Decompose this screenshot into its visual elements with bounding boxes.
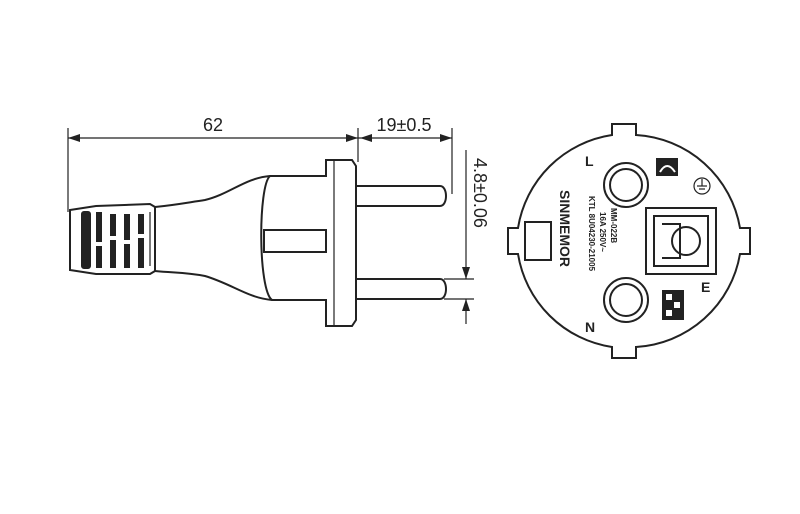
ground-symbol-icon [693, 177, 711, 195]
model-label: MM-022B [609, 208, 618, 243]
dimension-pin-diameter: 4.8±0.06 [444, 150, 490, 324]
brand-label: SINMEMOR [557, 190, 573, 267]
plug-side-view: 62 19±0.5 4.8±0.06 [67, 115, 490, 327]
rating-label: 16A 250V~ [598, 212, 607, 252]
side-key [524, 221, 552, 261]
dimension-pin-length: 19±0.5 [358, 115, 453, 194]
live-label: L [585, 153, 594, 169]
pins [356, 185, 447, 300]
dimension-overall-length: 62 [67, 115, 359, 212]
cable-strain-relief [69, 202, 156, 275]
earth-clip [645, 207, 717, 275]
cert-logo-icon [656, 158, 678, 176]
pin-length-label: 19±0.5 [377, 115, 432, 135]
pin-hole-neutral [603, 277, 649, 323]
overall-length-label: 62 [203, 115, 223, 135]
neutral-label: N [585, 319, 595, 335]
barcode-icon [662, 290, 684, 320]
plug-body [149, 159, 357, 327]
earth-label: E [701, 279, 710, 295]
plug-face-view: L N E MM-022B 16A 250V~ KTL 8U04230-2100… [507, 123, 751, 359]
cert-label: KTL 8U04230-21005 [587, 196, 596, 272]
pin-diameter-label: 4.8±0.06 [470, 158, 490, 228]
pin-hole-live [603, 162, 649, 208]
